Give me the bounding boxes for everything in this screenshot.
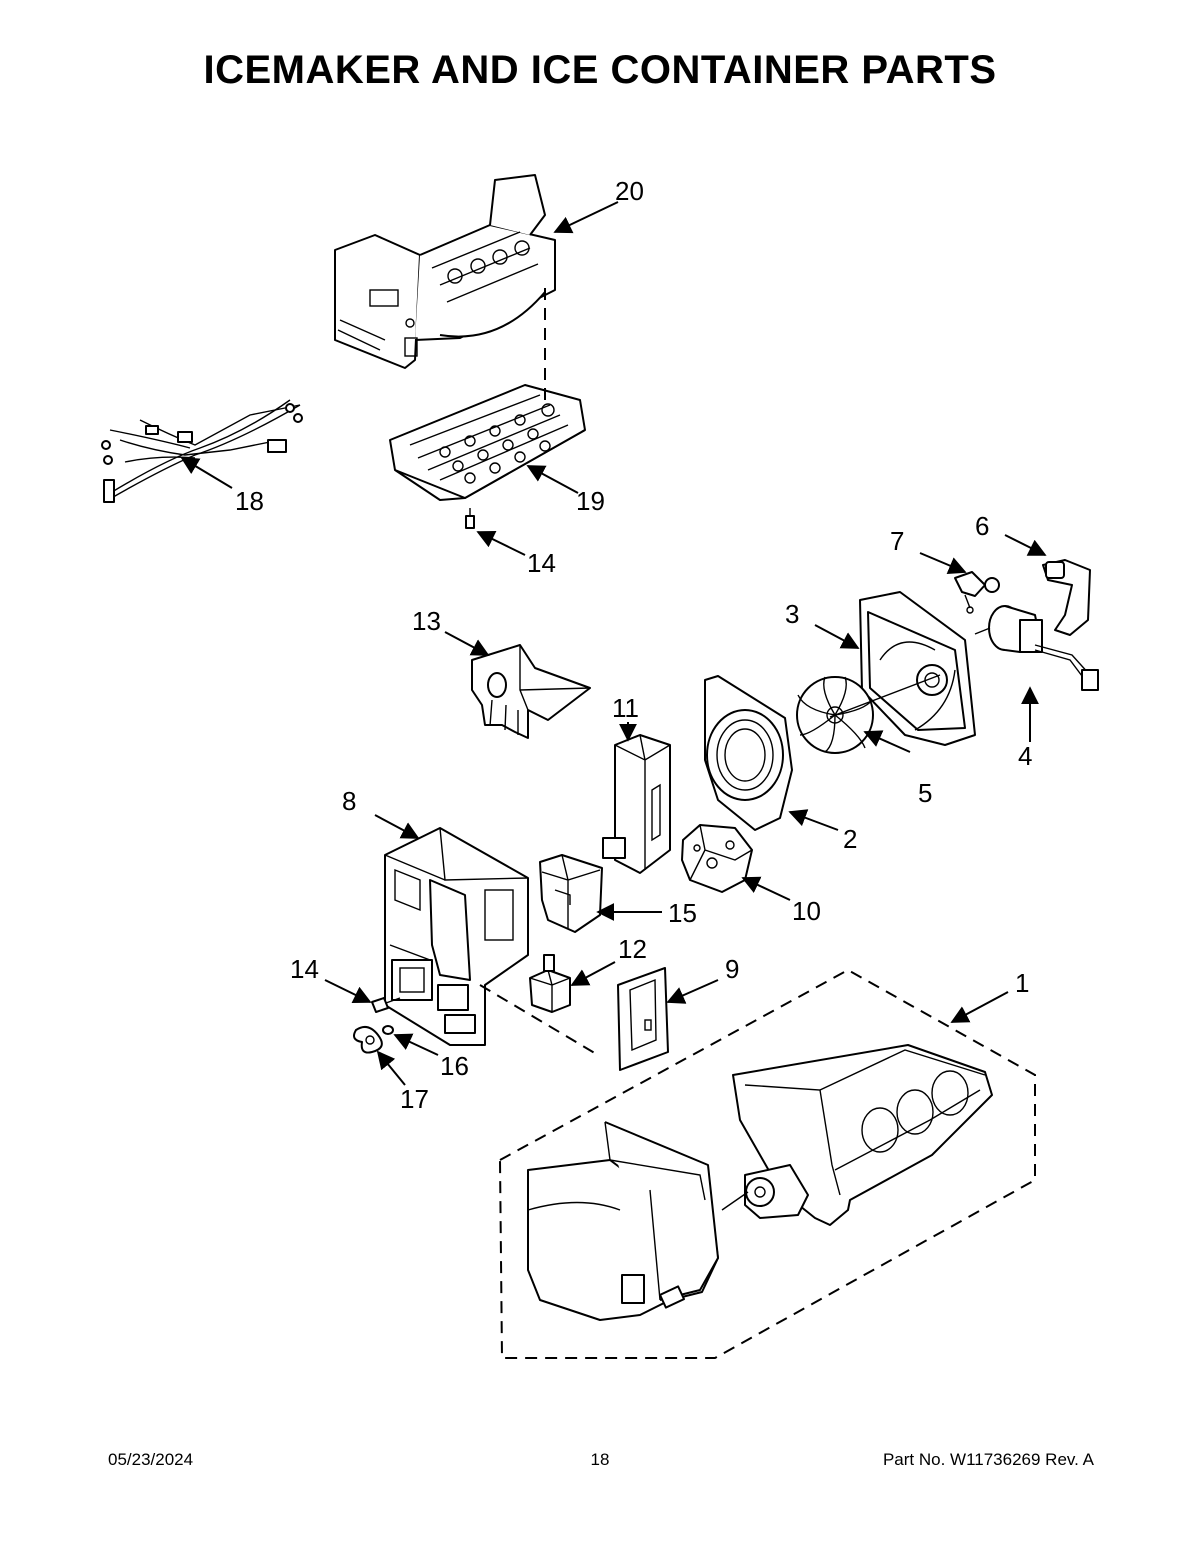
part-icemaker — [334, 174, 556, 369]
callout-11: 11 — [612, 693, 639, 723]
callout-14-left: 14 — [290, 954, 319, 984]
part-gear-motor — [681, 824, 753, 893]
footer-page-number: 18 — [590, 1450, 610, 1469]
callout-13: 13 — [412, 606, 441, 636]
part-motor-bracket — [1042, 559, 1091, 636]
part-fan-blade — [796, 674, 941, 754]
part-wire-harness — [101, 399, 303, 503]
callout-3: 3 — [785, 599, 799, 629]
callouts: 20 18 19 14 7 6 3 4 13 11 5 2 8 10 15 12 — [180, 176, 1047, 1114]
callout-8: 8 — [342, 786, 356, 816]
part-solenoid — [529, 954, 571, 1013]
callout-9: 9 — [725, 954, 739, 984]
part-small-bracket — [539, 854, 603, 933]
callout-7: 7 — [890, 526, 904, 556]
footer-date: 05/23/2024 — [108, 1450, 194, 1469]
footer-part-number: Part No. W11736269 Rev. A — [882, 1450, 1094, 1469]
callout-17: 17 — [400, 1084, 429, 1114]
part-door-plate — [617, 967, 669, 1071]
part-actuator — [602, 734, 671, 874]
callout-1: 1 — [1015, 968, 1029, 998]
part-fan-shroud — [704, 675, 793, 831]
part-fan-motor — [974, 605, 1099, 691]
callout-4: 4 — [1018, 741, 1032, 771]
callout-20: 20 — [615, 176, 644, 206]
callout-19: 19 — [576, 486, 605, 516]
part-ice-bucket-front — [527, 1121, 719, 1321]
callout-18: 18 — [235, 486, 264, 516]
part-dispenser-housing — [384, 827, 529, 1046]
callout-2: 2 — [843, 824, 857, 854]
page-title: ICEMAKER AND ICE CONTAINER PARTS — [203, 48, 997, 92]
callout-6: 6 — [975, 511, 989, 541]
callout-12: 12 — [618, 934, 647, 964]
part-hardware — [353, 997, 401, 1054]
part-ice-mold — [389, 384, 586, 501]
callout-14-top: 14 — [527, 548, 556, 578]
part-screw-top — [465, 508, 475, 529]
part-air-duct — [471, 644, 591, 739]
part-sensor — [954, 571, 1000, 614]
callout-16: 16 — [440, 1051, 469, 1081]
callout-5: 5 — [918, 778, 932, 808]
alignment-line — [479, 984, 599, 1056]
part-fan-housing — [859, 591, 976, 746]
callout-15: 15 — [668, 898, 697, 928]
callout-10: 10 — [792, 896, 821, 926]
part-ice-container — [721, 1044, 993, 1226]
